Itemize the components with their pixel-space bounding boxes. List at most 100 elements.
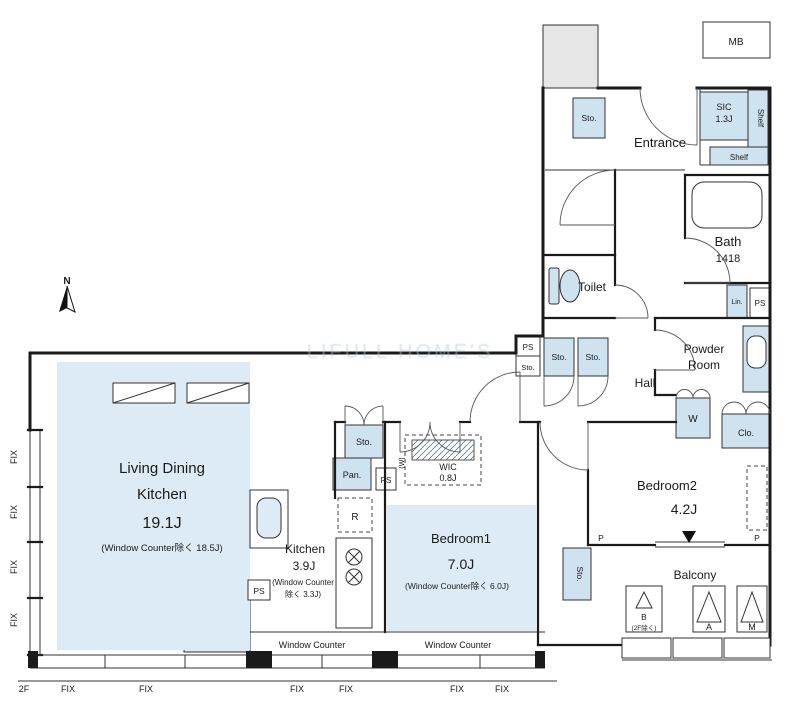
balcony-hatch-m [736, 585, 768, 633]
pantry [332, 457, 372, 491]
label-window-counter-1: Window Counter [279, 640, 346, 650]
washer-space [675, 397, 711, 439]
toilet-tank [548, 267, 560, 305]
burner-icon [345, 548, 363, 566]
bathtub [691, 181, 763, 229]
label-ps-side: PS [755, 299, 766, 308]
label-bedroom2-size: 4.2J [671, 501, 697, 517]
label-sto-hall-1: Sto. [551, 352, 566, 362]
vanity-sink [746, 335, 767, 369]
label-fridge: R [351, 512, 358, 523]
label-ldk-1: Living Dining [119, 460, 205, 477]
corridor-storage [344, 424, 384, 459]
label-entrance: Entrance [634, 135, 686, 150]
label-fix: FIX [9, 450, 19, 464]
label-bedroom1-size: 7.0J [448, 556, 474, 572]
label-balcony-b-note: (2F除く) [632, 623, 657, 632]
label-bath-size: 1418 [716, 253, 740, 265]
balcony-railing [672, 637, 723, 659]
kitchen-sink [256, 497, 282, 539]
label-ldk-2: Kitchen [137, 486, 187, 503]
label-kitchen-note-1: (Window Counter [272, 578, 334, 587]
label-kitchen-note-2: 除く 3.3J) [285, 589, 321, 599]
label-fix: FIX [290, 684, 304, 694]
label-balcony-a: A [706, 622, 712, 632]
label-fix: FIX [9, 560, 19, 574]
label-fix: FIX [61, 684, 75, 694]
storage-boxes [332, 89, 771, 601]
labels: MB Entrance Sto. SIC 1.3J Shelf Shelf Ba… [9, 37, 765, 694]
bedroom2-dashed-closet [746, 465, 768, 531]
entrance-storage [572, 97, 606, 139]
toilet-bowl [559, 269, 581, 303]
window-pier [28, 651, 38, 668]
label-toilet: Toilet [578, 280, 607, 294]
burner-icon [345, 568, 363, 586]
balcony-railing [723, 637, 771, 659]
balcony-railing [621, 637, 672, 659]
north-arrow-icon [59, 285, 76, 313]
label-sto-entrance: Sto. [581, 113, 596, 123]
wic-outline [404, 434, 482, 486]
window-pier [372, 651, 398, 668]
label-sto-small: Sto. [521, 363, 534, 372]
hatch-triangle-icon [635, 590, 653, 609]
label-hall: Hall [635, 376, 656, 390]
label-bedroom1-note: (Window Counter除く 6.0J) [405, 581, 509, 591]
label-bedroom2: Bedroom2 [637, 478, 697, 493]
label-mb: MB [729, 37, 744, 48]
label-ps-mid: PS [381, 476, 392, 485]
label-powder-2: Room [688, 358, 720, 372]
label-fix: FIX [495, 684, 509, 694]
watermark: LIFULL HOME'S [307, 341, 494, 363]
door-arcs [344, 87, 771, 471]
walls [28, 86, 772, 647]
label-fix: FIX [9, 613, 19, 627]
label-ps-top: PS [523, 343, 534, 352]
label-balcony: Balcony [674, 568, 717, 582]
bedroom1-floor [387, 505, 536, 631]
label-wic-size: 0.8J [439, 473, 456, 483]
label-kitchen: Kitchen [285, 542, 325, 556]
label-wic: WIC [439, 462, 457, 472]
hatch-triangle-icon [740, 590, 764, 623]
label-kitchen-size: 3.9J [293, 559, 316, 573]
service-boxes [247, 21, 771, 601]
entry-direction-marker [682, 531, 696, 543]
window-glass [18, 428, 557, 682]
window-pier [246, 651, 272, 668]
label-sto-hall-2: Sto. [585, 352, 600, 362]
balcony-hatch-b [625, 585, 663, 633]
label-sic: SIC [716, 102, 732, 112]
balcony-hatch-a [692, 585, 726, 633]
label-sto-mid: Sto. [356, 437, 372, 447]
fridge-space [337, 497, 373, 533]
shaft-void [542, 24, 599, 89]
fixtures [112, 181, 767, 629]
hall-storage-2 [577, 337, 609, 377]
label-shelf-bottom: Shelf [730, 153, 749, 162]
label-pillar-left: P [598, 533, 604, 543]
label-pan: Pan. [343, 470, 362, 480]
label-fix: FIX [139, 684, 153, 694]
ldk-floor [57, 362, 250, 650]
label-pillar-right: P [754, 533, 760, 543]
small-storage [515, 355, 541, 377]
label-bath: Bath [715, 234, 742, 249]
meter-box [702, 21, 771, 59]
balcony-area [621, 531, 772, 661]
label-window-counter-2: Window Counter [425, 640, 492, 650]
label-washer: W [688, 414, 698, 425]
hall-storage-1 [543, 337, 575, 377]
label-ldk-size: 19.1J [142, 515, 181, 532]
sic-closet [699, 91, 749, 141]
label-fix: FIX [9, 505, 19, 519]
balcony-storage [562, 547, 592, 601]
label-fix: FIX [450, 684, 464, 694]
label-clo: Clo. [738, 428, 754, 438]
label-north: N [63, 276, 70, 287]
pipe-space-kitchen [247, 579, 271, 601]
label-wic-w: (W) [399, 457, 406, 468]
